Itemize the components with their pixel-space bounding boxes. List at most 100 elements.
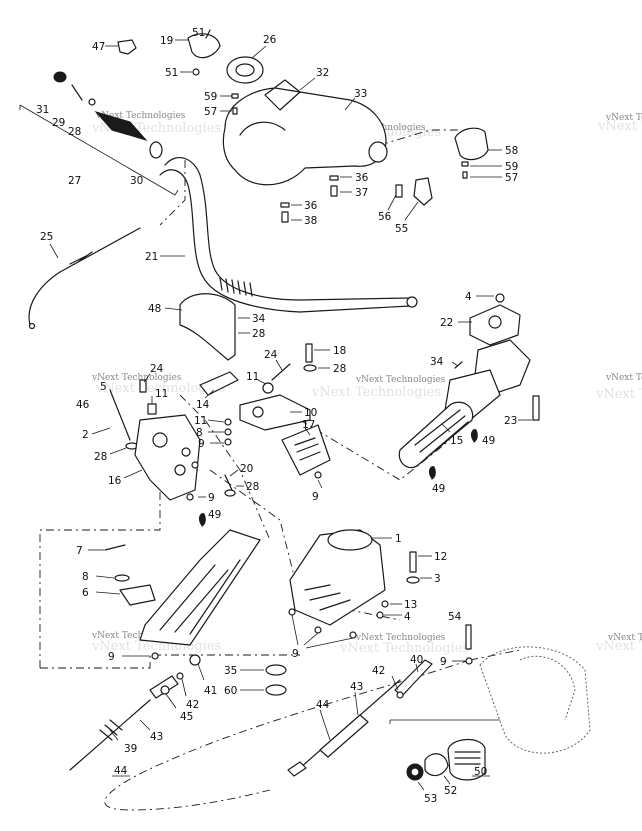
screw-part-57 (462, 171, 468, 179)
bolt-part-2 (109, 389, 131, 441)
callout-label: 48 (148, 303, 161, 315)
callout-leader (49, 243, 59, 259)
callout-label: 26 (263, 34, 277, 46)
callout-label: 28 (252, 328, 265, 340)
adhesive-drop-49 (471, 429, 478, 443)
group-bracket-27 (174, 189, 179, 196)
callout-label: 56 (378, 211, 392, 223)
cable-end (28, 322, 36, 330)
screw-part-57 (232, 107, 238, 115)
callout-label: 29 (52, 117, 65, 129)
callout-label: 60 (224, 685, 237, 697)
callout-leader (95, 575, 115, 579)
callout-label: 9 (440, 656, 447, 668)
throttle-housing-bore (235, 63, 255, 77)
link-part-14 (199, 371, 239, 396)
nut-part-9 (191, 461, 199, 469)
washer-part-36 (329, 175, 339, 181)
grip-cap-part-31 (53, 71, 67, 83)
bushing-part-11 (224, 418, 232, 426)
callout-leader (344, 97, 356, 111)
callout-label: 9 (208, 492, 215, 504)
cable-adjuster (69, 251, 93, 265)
callout-label: 9 (312, 491, 319, 503)
grip-ribbing (414, 409, 469, 459)
lock-nut-part-45 (160, 685, 170, 695)
callout-label: 42 (186, 699, 199, 711)
callout-leader (251, 45, 267, 59)
callout-leader (441, 423, 451, 433)
callout-leader (291, 614, 299, 646)
pin-part-51 (205, 29, 211, 39)
callout-label: 54 (448, 611, 462, 623)
steering-arm-part-10 (239, 394, 311, 431)
callout-label: 9 (198, 438, 205, 450)
screw-part-29 (71, 84, 83, 101)
nut-part-9 (314, 471, 322, 479)
callout-label: 50 (474, 766, 487, 778)
bushing (181, 447, 191, 457)
callout-label: 59 (204, 91, 217, 103)
callout-label: 53 (424, 793, 437, 805)
column-support-ribs (304, 584, 351, 611)
callout-label: 5 (100, 381, 107, 393)
callout-label: 28 (94, 451, 107, 463)
callout-label: 49 (208, 509, 221, 521)
callout-label: 12 (434, 551, 447, 563)
steering-plate (139, 529, 261, 646)
bolt-part-24 (271, 363, 291, 381)
callout-label: 21 (145, 251, 158, 263)
callout-label: 11 (194, 415, 207, 427)
callout-label: 11 (155, 388, 168, 400)
bolt-part-12 (409, 551, 417, 573)
nut-part-9 (349, 631, 357, 639)
watermark: vNext Technologies (607, 633, 642, 643)
pad-part-58 (454, 127, 489, 161)
left-grip-group (19, 71, 179, 196)
handlebar-cover-part-32 (222, 87, 387, 186)
nut-part-9 (465, 657, 473, 665)
callout-label: 32 (316, 67, 329, 79)
nut-part-59 (461, 161, 469, 167)
callout-label: 4 (404, 611, 411, 623)
clamp-part-60 (265, 684, 287, 696)
callout-label: 28 (68, 126, 81, 138)
callout-label: 1 (395, 533, 402, 545)
callout-label: 31 (36, 104, 49, 116)
column-cover-part-48 (179, 293, 236, 361)
right-grip-part-15 (398, 401, 474, 469)
steering-mechanism (109, 343, 331, 527)
clip-part-47 (117, 39, 137, 55)
handlebar-knurl (219, 277, 253, 297)
washer-part-8 (114, 574, 130, 582)
callout-label: 25 (40, 231, 53, 243)
watermark: vNext Technologies (91, 631, 182, 641)
handlebar-end (406, 296, 418, 308)
watermark-shadow: vNext Technologies (597, 119, 642, 134)
cable-fitting-part-50 (447, 739, 486, 781)
callout-label: 46 (76, 399, 90, 411)
jet-nozzle-outline (479, 646, 591, 754)
throttle-cable-part-25 (28, 227, 141, 330)
callout-label: 44 (114, 765, 128, 777)
nut-part-42 (176, 672, 184, 680)
callout-label: 49 (432, 483, 445, 495)
callout-label: 9 (108, 651, 115, 663)
callout-leader (204, 389, 215, 399)
adhesive-drop-49 (429, 466, 436, 480)
callout-label: 34 (252, 313, 266, 325)
ball-joint-part-41 (189, 654, 201, 666)
callout-leader (303, 632, 319, 646)
washer-part-3 (406, 576, 420, 584)
lock-plate-part-17 (281, 424, 331, 476)
hand-grip-part (94, 111, 148, 141)
sleeve-part-30 (149, 141, 163, 159)
throttle-cable (28, 227, 141, 326)
callout-label: 24 (150, 363, 164, 375)
washer-part-28 (303, 364, 317, 372)
callout-label: 17 (302, 419, 315, 431)
callout-label: 35 (224, 665, 237, 677)
callout-leader (229, 469, 239, 477)
callout-leader (415, 663, 419, 673)
